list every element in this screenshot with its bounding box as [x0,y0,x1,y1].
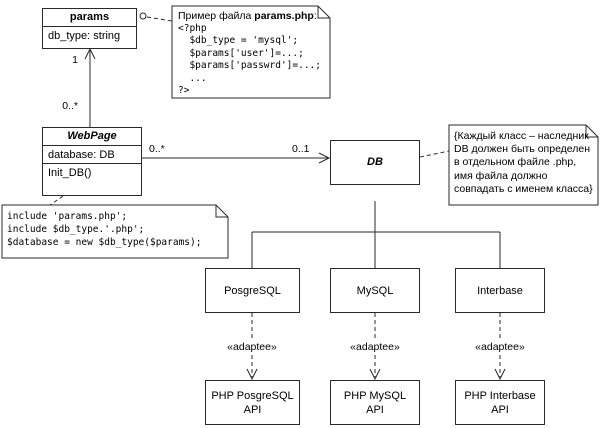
note-params-example: Пример файла params.php: <?php $db_type … [178,10,326,97]
class-box-php-posgresql-api: PHP PosgreSQL API [205,380,300,425]
class-box-posgresql: PosgreSQL [205,268,300,313]
class-attribute-webpage: database: DB [43,145,141,163]
open-arrow-icon [494,368,506,381]
class-box-interbase: Interbase [455,268,545,313]
api-name-line2: API [491,403,509,416]
api-name-line2: API [243,403,262,416]
class-operation-webpage: Init_DB() [43,163,141,195]
code-line: $database = new $db_type($params); [7,237,202,248]
api-name-line2: API [366,403,384,416]
class-attribute-params: db_type: string [43,26,136,48]
note-title: Пример файла params.php: [178,10,326,23]
class-name-db: DB [367,156,383,168]
hollow-triangle-icon [367,186,383,201]
multiplicity-webpage-end-vertical: 0..* [62,100,78,112]
code-line: $params['user']=...; [178,47,304,59]
stereotype-adaptee-interbase: «adaptee» [470,341,530,353]
code-line: include 'params.php'; [7,211,128,222]
class-box-webpage: WebPage database: DB Init_DB() [42,127,142,196]
class-name-mysql: MySQL [356,284,394,297]
generalization-db-subclasses [251,186,501,268]
class-name-posgresql: PosgreSQL [224,284,281,297]
api-name-line1: PHP PosgreSQL [211,389,294,402]
anchor-circle-icon [139,12,147,20]
multiplicity-db-end: 0..1 [292,143,310,155]
multiplicity-params-end: 1 [72,54,78,66]
class-name-webpage: WebPage [67,130,117,142]
class-box-db: DB [330,140,420,185]
note-connector-db [419,150,450,158]
class-box-mysql: MySQL [330,268,420,313]
multiplicity-webpage-end-horizontal: 0..* [149,143,165,155]
stereotype-adaptee-posgresql: «adaptee» [222,341,282,353]
code-line: <?php [178,23,207,34]
api-name-line1: PHP MySQL [343,389,407,402]
code-line: ... [178,72,207,84]
open-arrow-icon [246,368,258,381]
open-arrow-icon [318,152,331,164]
class-name-params: params [69,11,110,23]
class-name-interbase: Interbase [477,284,523,297]
note-title-filename: params.php [254,10,314,22]
note-webpage-code: include 'params.php'; include $db_type.'… [7,210,223,249]
note-shape-webpage-code [1,204,229,259]
code-line: $db_type = 'mysql'; [178,35,299,47]
note-connector-params [139,12,173,22]
note-shape-params-example [171,5,331,99]
class-box-params: params db_type: string [42,8,137,49]
note-connector-webpage [49,195,64,206]
open-arrow-icon [84,47,96,60]
note-title-prefix: Пример файла [178,10,255,22]
class-box-php-mysql-api: PHP MySQL API [330,380,420,425]
code-line: include $db_type.'.php'; [7,224,145,235]
note-code-block: <?php $db_type = 'mysql'; $params['user'… [178,23,326,97]
code-line: $params['passwrd']=...; [178,60,321,72]
note-db-rule: {Каждый класс – наследник DB должен быть… [454,130,593,195]
class-box-php-interbase-api: PHP Interbase API [455,380,545,425]
note-shape-db-rule [448,124,599,206]
stereotype-adaptee-mysql: «adaptee» [345,341,405,353]
open-arrow-icon [369,368,381,381]
note-title-suffix: : [313,10,317,22]
api-name-line1: PHP Interbase [464,389,536,402]
code-line: ?> [178,85,190,97]
association-webpage-params [84,47,96,127]
association-webpage-db [142,152,331,164]
